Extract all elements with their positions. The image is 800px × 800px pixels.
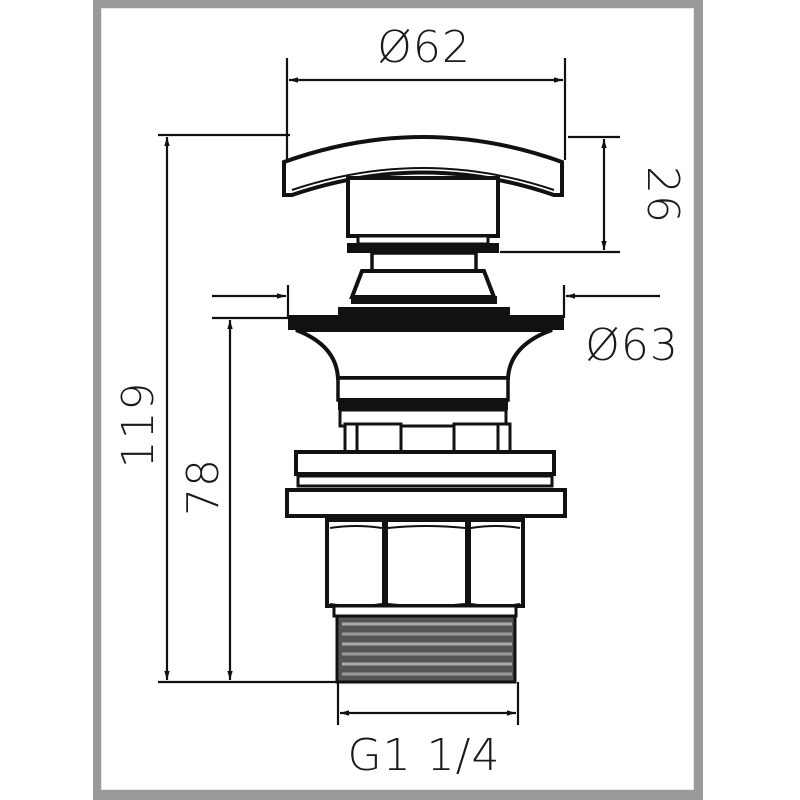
dim-flange-diameter [212,285,660,318]
cap-stem [346,176,500,238]
label-flange-diameter: Ø63 [585,320,679,371]
flange [288,315,564,330]
dim-cap-height [500,135,620,254]
thread-section [335,614,517,684]
collar-band [347,243,499,253]
lock-nut-lower [285,488,567,518]
lock-nut-upper [294,450,556,476]
dim-cap-diameter [285,58,567,160]
dim-body-height [212,316,290,680]
label-cap-height: 26 [637,166,688,224]
label-total-height: 119 [113,382,164,469]
drain-valve-part [282,135,567,684]
dim-total-height [158,133,338,684]
label-cap-diameter: Ø62 [377,22,471,73]
dim-thread-size [336,682,520,725]
label-thread-size: G1 1/4 [348,730,501,781]
hex-body [325,518,525,608]
label-body-height: 78 [178,458,229,516]
